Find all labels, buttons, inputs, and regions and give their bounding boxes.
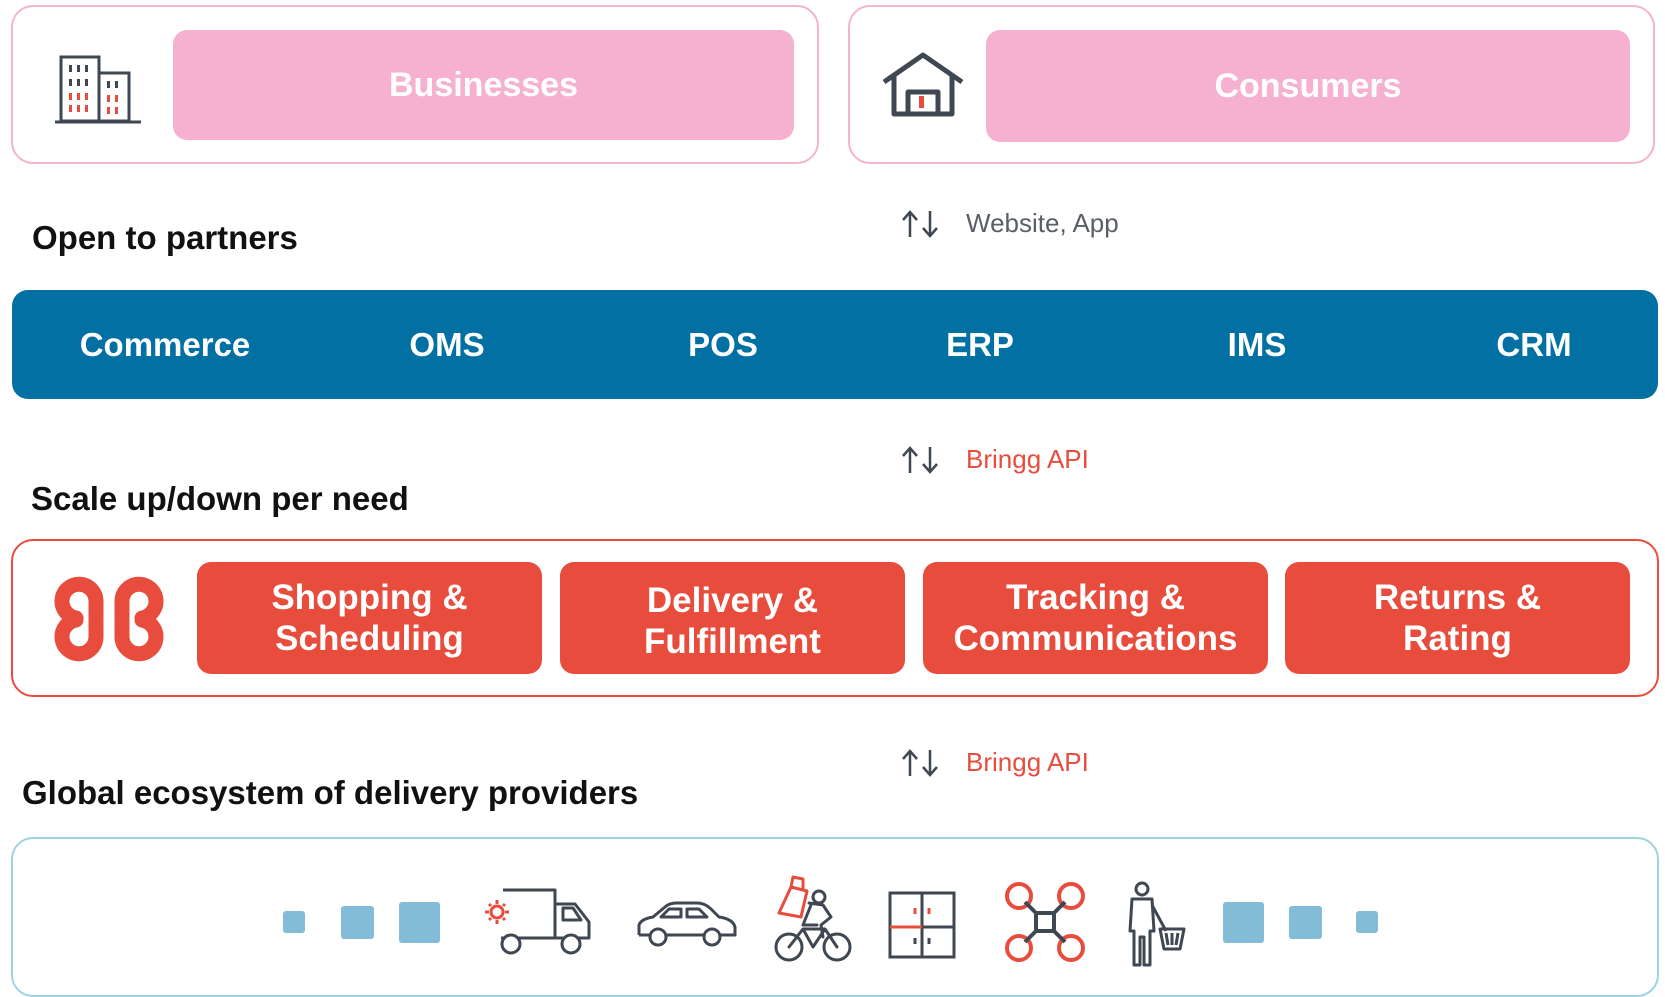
section-heading-scale: Scale up/down per need — [31, 480, 409, 517]
consumers-card: Consumers — [848, 5, 1655, 164]
partner-system-oms[interactable]: OMS — [409, 325, 485, 363]
shopper-icon[interactable] — [1122, 881, 1186, 974]
decor-square — [1289, 906, 1322, 939]
bicycle-courier-icon[interactable] — [773, 873, 853, 968]
decor-square — [1356, 911, 1378, 933]
up-down-arrows-icon — [900, 209, 940, 239]
capability-line1: Tracking & — [1006, 578, 1185, 617]
partner-systems-bar: Commerce OMS POS ERP IMS CRM — [12, 290, 1658, 399]
partner-system-crm[interactable]: CRM — [1496, 325, 1572, 363]
decor-square — [399, 902, 440, 943]
capability-tracking-communications[interactable]: Tracking & Communications — [923, 562, 1268, 674]
decor-square — [341, 906, 374, 939]
consumers-label: Consumers — [1214, 66, 1402, 105]
capability-line2: Communications — [953, 619, 1238, 658]
capability-delivery-fulfillment[interactable]: Delivery & Fulfillment — [560, 562, 905, 674]
drone-icon[interactable] — [1003, 880, 1087, 969]
bringg-api-flow-2: Bringg API — [900, 747, 1089, 778]
capability-line1: Delivery & — [646, 581, 819, 620]
partner-system-pos[interactable]: POS — [688, 325, 758, 363]
section-heading-partners: Open to partners — [32, 219, 298, 256]
decor-square — [283, 911, 305, 933]
businesses-card: Businesses — [11, 5, 819, 164]
bringg-api-label-1: Bringg API — [966, 444, 1089, 474]
website-app-flow: Website, App — [900, 208, 1119, 239]
locker-icon[interactable] — [887, 890, 957, 965]
capability-returns-rating[interactable]: Returns & Rating — [1285, 562, 1630, 674]
bringg-api-label-2: Bringg API — [966, 747, 1089, 777]
decor-square — [1223, 902, 1264, 943]
businesses-button[interactable]: Businesses — [173, 30, 794, 140]
office-building-icon — [53, 47, 143, 130]
house-icon — [880, 50, 966, 125]
truck-icon[interactable] — [481, 884, 593, 965]
capability-line1: Shopping & — [271, 578, 468, 617]
capability-shopping-scheduling[interactable]: Shopping & Scheduling — [197, 562, 542, 674]
website-app-label: Website, App — [966, 208, 1119, 238]
bringg-logo-icon — [54, 563, 164, 678]
car-icon[interactable] — [633, 899, 739, 954]
section-heading-ecosystem: Global ecosystem of delivery providers — [22, 774, 639, 811]
partner-system-commerce[interactable]: Commerce — [79, 325, 251, 363]
capability-line2: Fulfillment — [644, 622, 821, 661]
capability-line2: Rating — [1403, 619, 1512, 658]
consumers-button[interactable]: Consumers — [986, 30, 1630, 142]
partner-system-erp[interactable]: ERP — [946, 325, 1014, 363]
partner-system-ims[interactable]: IMS — [1227, 325, 1287, 363]
up-down-arrows-icon — [900, 445, 940, 475]
capability-line1: Returns & — [1373, 578, 1542, 617]
businesses-label: Businesses — [389, 65, 578, 104]
up-down-arrows-icon — [900, 748, 940, 778]
bringg-api-flow-1: Bringg API — [900, 444, 1089, 475]
capability-line2: Scheduling — [275, 619, 464, 658]
